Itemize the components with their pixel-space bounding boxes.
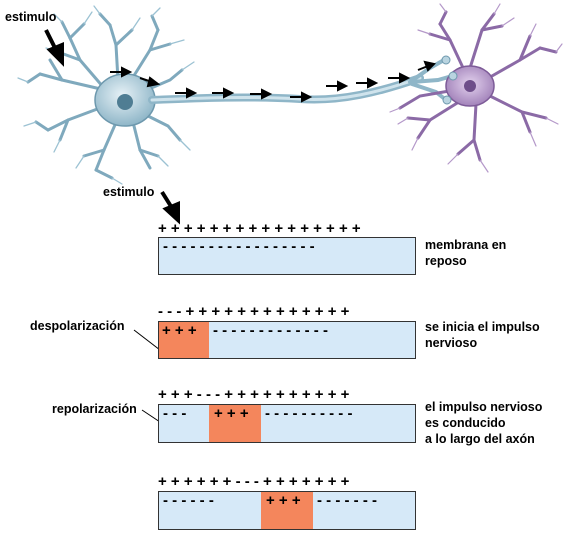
inner-charges-rest-row2: - - - - - - - - - - - - - xyxy=(213,322,328,339)
arrow-icon xyxy=(212,87,235,99)
outer-charges-row2: - - - + + + + + + + + + + + + + xyxy=(158,303,350,320)
resting-label-2: reposo xyxy=(425,254,467,268)
stimulus-label-mid: estimulo xyxy=(103,185,155,199)
inner-charges-rest-row4: - - - - - - - xyxy=(317,492,377,509)
neuron-illustration xyxy=(17,3,563,185)
inner-charges-zone-row4: + + + xyxy=(266,492,301,509)
arrow-icon xyxy=(290,91,313,103)
depolarized-zone xyxy=(209,405,261,442)
inner-charges-left-row4: - - - - - - xyxy=(163,492,214,509)
membrane-resting: - - - - - - - - - - - - - - - - - xyxy=(158,237,416,275)
outer-charges-row4: + + + + + + - - - + + + + + + + xyxy=(158,473,350,490)
membrane-impulse-start: + + + - - - - - - - - - - - - - xyxy=(158,321,416,359)
arrow-icon xyxy=(175,87,198,99)
membrane-propagation: - - - - - - + + + - - - - - - - xyxy=(158,491,416,530)
arrow-icon xyxy=(326,80,349,92)
dendrites-right xyxy=(398,10,558,162)
membrane-conduction: - - - + + + - - - - - - - - - - xyxy=(158,404,416,443)
arrow-icon xyxy=(139,76,161,88)
conduction-label-3: a lo largo del axón xyxy=(425,432,535,446)
arrow-icon xyxy=(110,66,133,78)
stimulus-label-top: estimulo xyxy=(5,10,57,24)
inner-charges-left-row3: - - - xyxy=(163,405,187,422)
depolarized-zone xyxy=(261,492,313,529)
inner-charges-rest-row3: - - - - - - - - - - xyxy=(265,405,353,422)
outer-charges-row1: + + + + + + + + + + + + + + + + xyxy=(158,220,361,237)
conduction-label-1: el impulso nervioso xyxy=(425,400,543,414)
nucleus-left xyxy=(117,94,133,110)
inner-charges-zone-row3: + + + xyxy=(214,405,249,422)
arrow-icon xyxy=(417,60,436,72)
dendrites-left xyxy=(26,12,184,180)
inner-charges-zone-row2: + + + xyxy=(162,322,197,339)
repolarization-label: repolarización xyxy=(52,402,137,416)
arrow-icon xyxy=(250,88,273,100)
synaptic-bulbs xyxy=(441,55,458,105)
depolarized-zone xyxy=(159,322,209,358)
outer-charges-row3: + + + - - - + + + + + + + + + + xyxy=(158,386,350,403)
impulse-start-label-1: se inicia el impulso xyxy=(425,320,540,334)
arrow-icon xyxy=(356,77,379,89)
inner-charges-row1: - - - - - - - - - - - - - - - - - xyxy=(163,238,315,255)
impulse-arrows-neuron xyxy=(110,60,436,103)
conduction-label-2: es conducido xyxy=(425,416,506,430)
impulse-start-label-2: nervioso xyxy=(425,336,478,350)
stimulus-arrow-top xyxy=(44,29,64,67)
resting-label-1: membrana en xyxy=(425,238,507,252)
depolarization-label: despolarización xyxy=(30,319,125,333)
arrow-icon xyxy=(388,72,411,84)
